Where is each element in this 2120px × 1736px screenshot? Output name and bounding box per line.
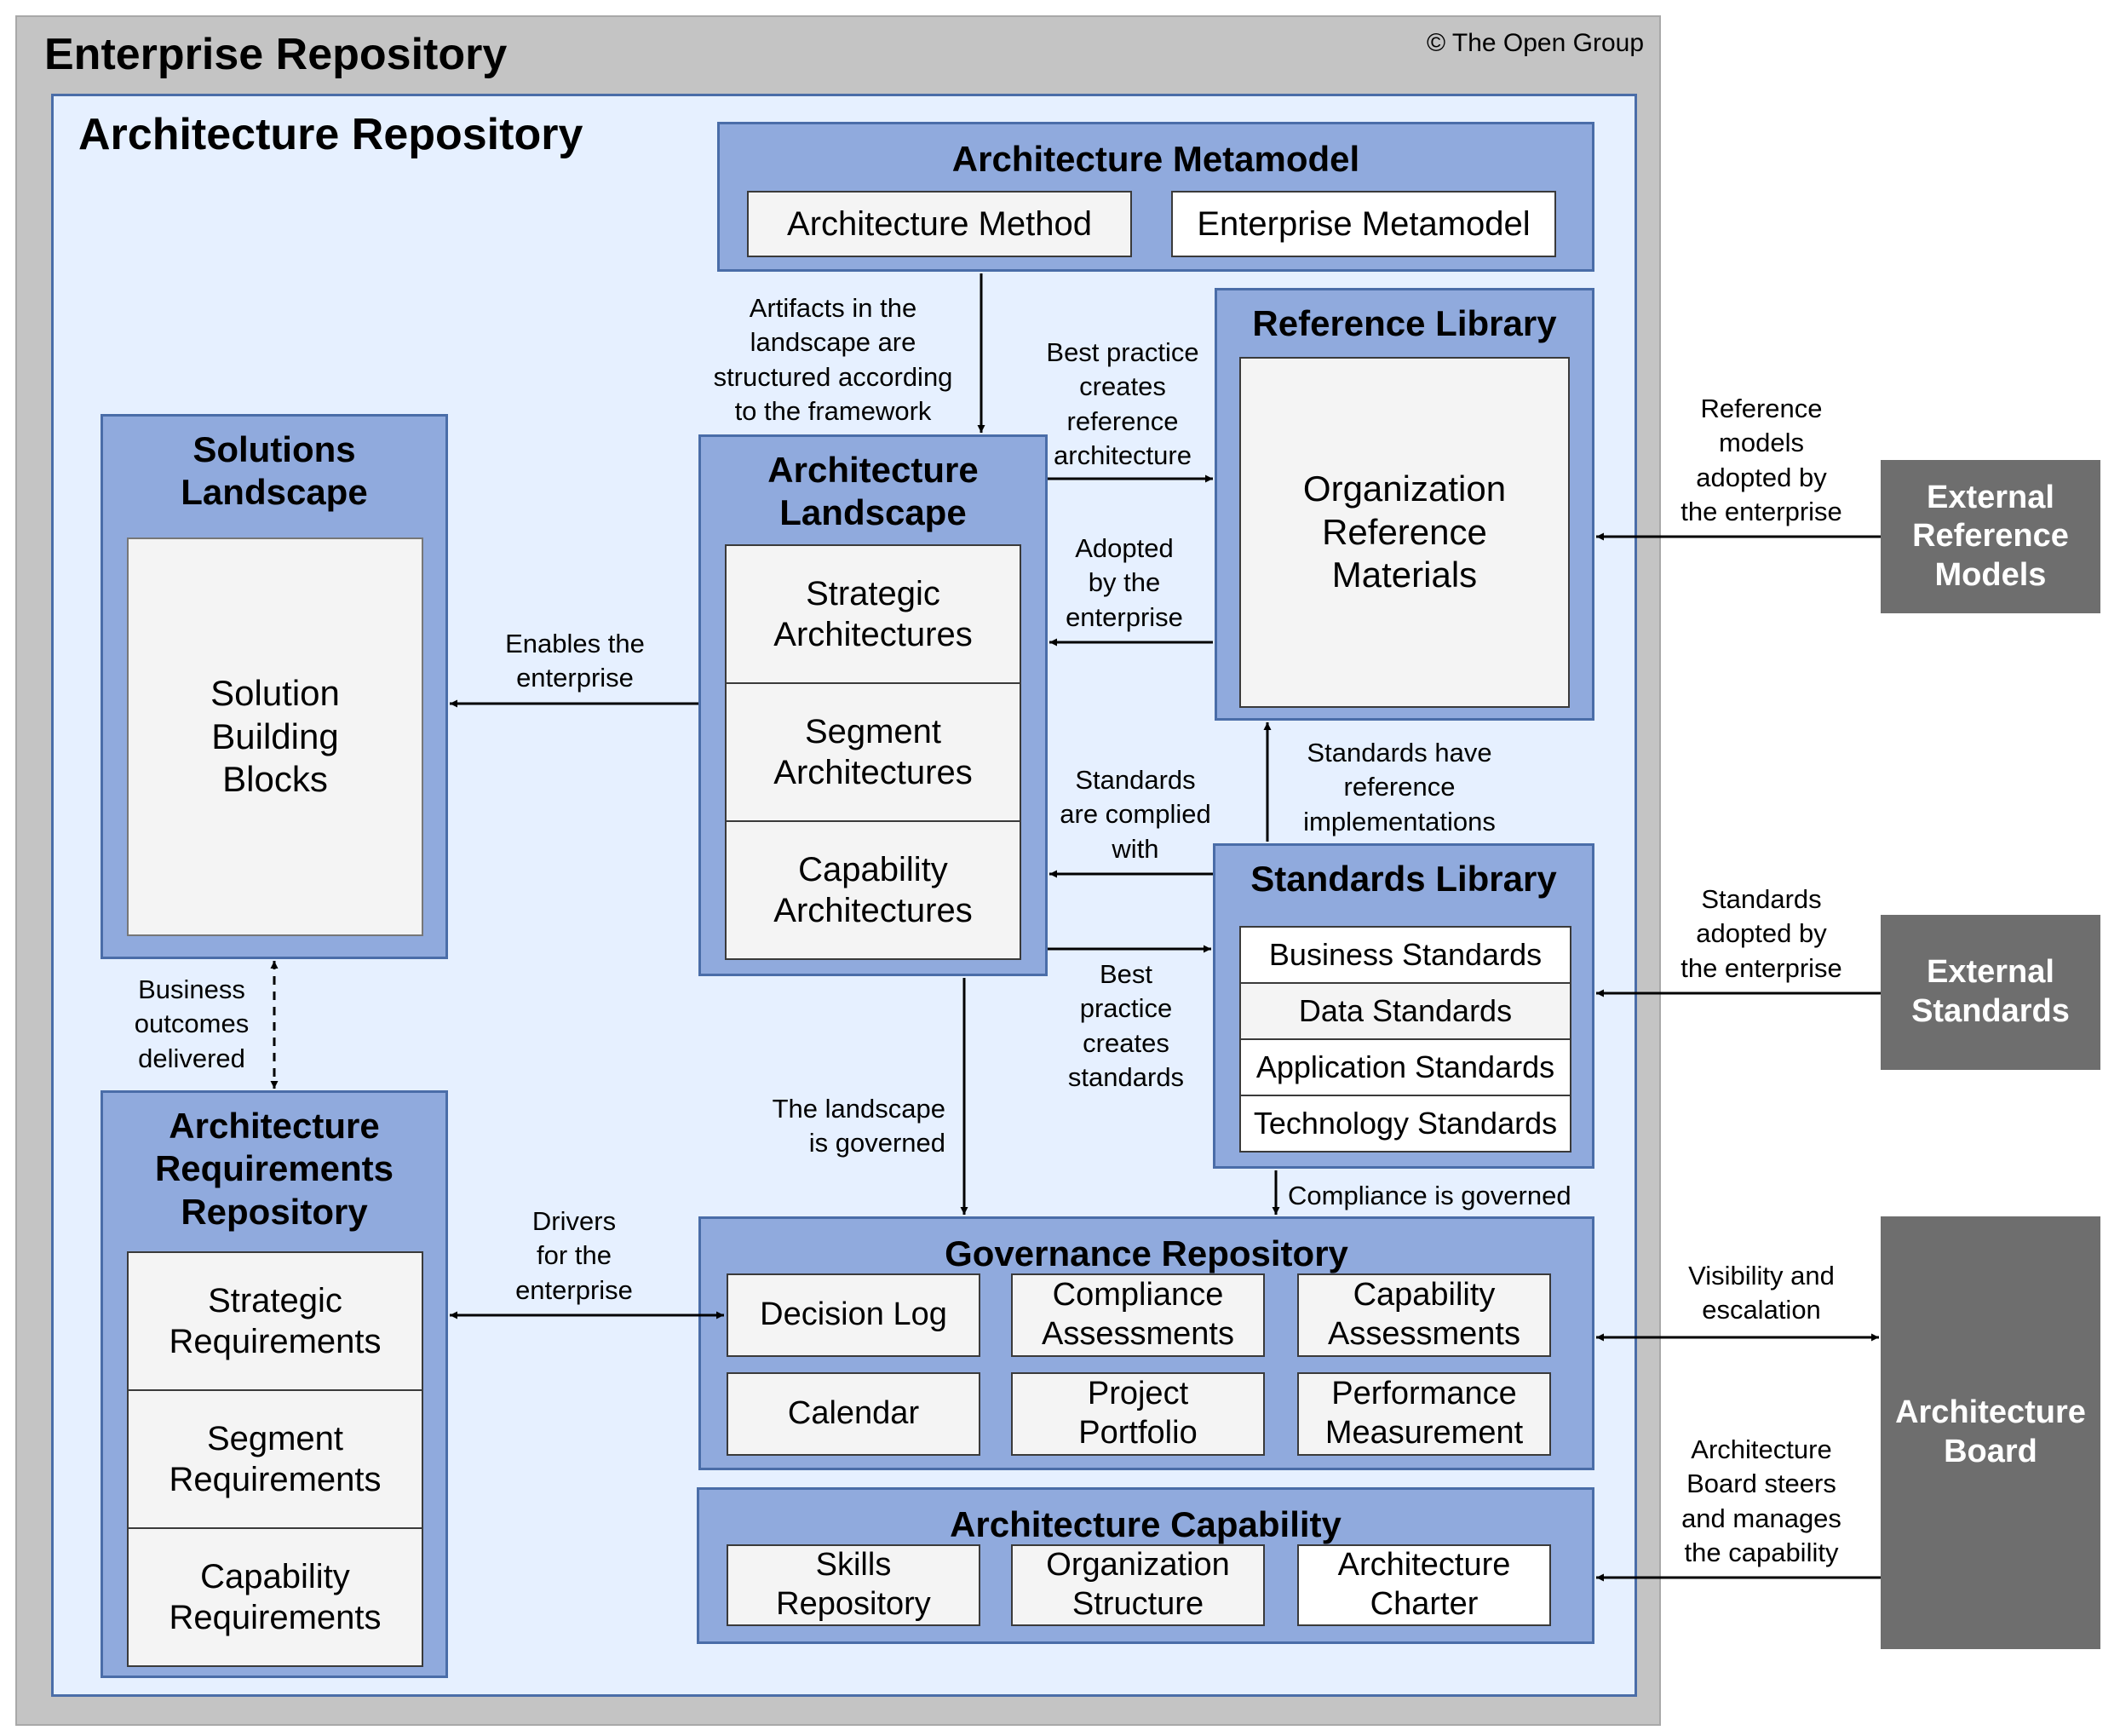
architecture-capability-panel: Architecture Capability Skills Repositor… (697, 1487, 1594, 1644)
governance-repository-panel: Governance Repository Decision Log Compl… (698, 1216, 1594, 1470)
data-standards-box: Data Standards (1239, 982, 1571, 1040)
label-board-steers: Architecture Board steers and manages th… (1681, 1434, 1841, 1567)
performance-measurement-box: Performance Measurement (1297, 1372, 1551, 1456)
enterprise-repository-title: Enterprise Repository (44, 30, 508, 79)
business-standards-box: Business Standards (1239, 926, 1571, 984)
label-visibility-escalation: Visibility and escalation (1688, 1261, 1835, 1325)
skills-repository-box: Skills Repository (727, 1544, 980, 1626)
governance-repository-title: Governance Repository (945, 1233, 1348, 1273)
project-portfolio-box: Project Portfolio (1011, 1372, 1265, 1456)
reference-library-title: Reference Library (1252, 303, 1557, 343)
label-standards-have-reference: Standards have reference implementations (1303, 738, 1496, 836)
organization-structure-box: Organization Structure (1011, 1544, 1265, 1626)
standards-library-panel: Standards Library Business Standards Dat… (1213, 843, 1594, 1169)
technology-standards-box: Technology Standards (1239, 1095, 1571, 1153)
label-drivers-enterprise: Drivers for the enterprise (515, 1206, 633, 1305)
copyright-notice: © The Open Group (1426, 29, 1644, 57)
architecture-board-box: Architecture Board (1881, 1216, 2100, 1649)
capability-requirements-box: Capability Requirements (127, 1527, 423, 1667)
architecture-method-box: Architecture Method (747, 191, 1132, 257)
solutions-landscape-title: Solutions Landscape (181, 429, 368, 513)
segment-requirements-box: Segment Requirements (127, 1389, 423, 1529)
architecture-landscape-title: Architecture Landscape (767, 450, 979, 533)
solution-building-blocks-box: Solution Building Blocks (127, 537, 423, 936)
capability-architectures-box: Capability Architectures (725, 820, 1021, 960)
label-artifacts-structured: Artifacts in the landscape are structure… (713, 293, 953, 426)
strategic-requirements-box: Strategic Requirements (127, 1251, 423, 1391)
solutions-landscape-panel: Solutions Landscape Solution Building Bl… (101, 414, 448, 959)
decision-log-box: Decision Log (727, 1273, 980, 1357)
compliance-assessments-box: Compliance Assessments (1011, 1273, 1265, 1357)
architecture-landscape-panel: Architecture Landscape Strategic Archite… (698, 434, 1048, 976)
enterprise-metamodel-box: Enterprise Metamodel (1171, 191, 1556, 257)
label-standards-adopted: Standards adopted by the enterprise (1680, 884, 1842, 983)
standards-library-title: Standards Library (1250, 859, 1557, 899)
strategic-architectures-box: Strategic Architectures (725, 544, 1021, 684)
architecture-capability-title: Architecture Capability (950, 1504, 1342, 1544)
segment-architectures-box: Segment Architectures (725, 682, 1021, 822)
label-adopted-by-enterprise: Adopted by the enterprise (1066, 533, 1183, 632)
calendar-box: Calendar (727, 1372, 980, 1456)
architecture-metamodel-panel: Architecture Metamodel Architecture Meth… (717, 122, 1594, 272)
external-reference-models-box: External Reference Models (1881, 460, 2100, 613)
requirements-repository-panel: Architecture Requirements Repository Str… (101, 1090, 448, 1678)
reference-library-panel: Reference Library Organization Reference… (1215, 288, 1594, 721)
architecture-metamodel-title: Architecture Metamodel (951, 139, 1360, 179)
application-standards-box: Application Standards (1239, 1038, 1571, 1096)
label-reference-models-adopted: Reference models adopted by the enterpri… (1680, 394, 1842, 526)
capability-assessments-box: Capability Assessments (1297, 1273, 1551, 1357)
external-standards-box: External Standards (1881, 915, 2100, 1070)
label-best-practice-reference: Best practice creates reference architec… (1046, 337, 1199, 470)
label-standards-complied: Standards are complied with (1060, 765, 1211, 864)
label-landscape-governed: The landscape is governed (772, 1094, 945, 1158)
architecture-charter-box: Architecture Charter (1297, 1544, 1551, 1626)
label-best-practice-standards: Best practice creates standards (1067, 959, 1185, 1092)
label-business-outcomes: Business outcomes delivered (134, 974, 250, 1073)
organization-reference-materials-box: Organization Reference Materials (1239, 357, 1570, 708)
label-compliance-governed: Compliance is governed (1288, 1181, 1571, 1210)
architecture-repository-title: Architecture Repository (78, 110, 583, 159)
label-enables-enterprise: Enables the enterprise (505, 629, 645, 693)
requirements-repository-title: Architecture Requirements Repository (154, 1106, 394, 1232)
